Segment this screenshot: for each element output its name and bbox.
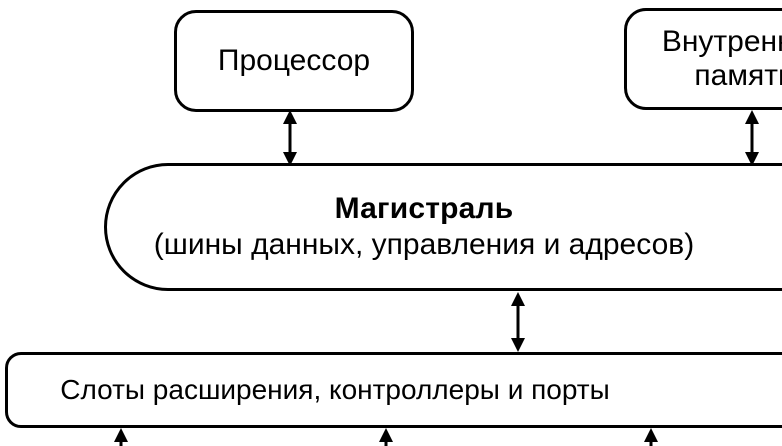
- connector-memory-to-bus: [740, 110, 764, 166]
- node-internal-memory-label: Внутренняя память: [661, 25, 782, 92]
- connector-processor-to-bus: [278, 110, 302, 166]
- connector-device-2-to-slots: [375, 428, 397, 446]
- connector-device-1-to-slots: [110, 428, 132, 446]
- node-bus: Магистраль (шины данных, управления и ад…: [104, 163, 782, 291]
- node-processor: Процессор: [174, 10, 414, 112]
- node-expansion-slots-label: Слоты расширения, контроллеры и порты: [60, 374, 610, 406]
- node-expansion-slots: Слоты расширения, контроллеры и порты: [5, 352, 782, 428]
- node-bus-title: Магистраль: [334, 192, 514, 226]
- node-processor-label: Процессор: [217, 44, 371, 78]
- connector-device-3-to-slots: [640, 428, 662, 446]
- node-internal-memory: Внутренняя память: [624, 8, 782, 110]
- node-bus-subtitle: (шины данных, управления и адресов): [153, 228, 695, 261]
- connector-bus-to-slots: [506, 292, 530, 352]
